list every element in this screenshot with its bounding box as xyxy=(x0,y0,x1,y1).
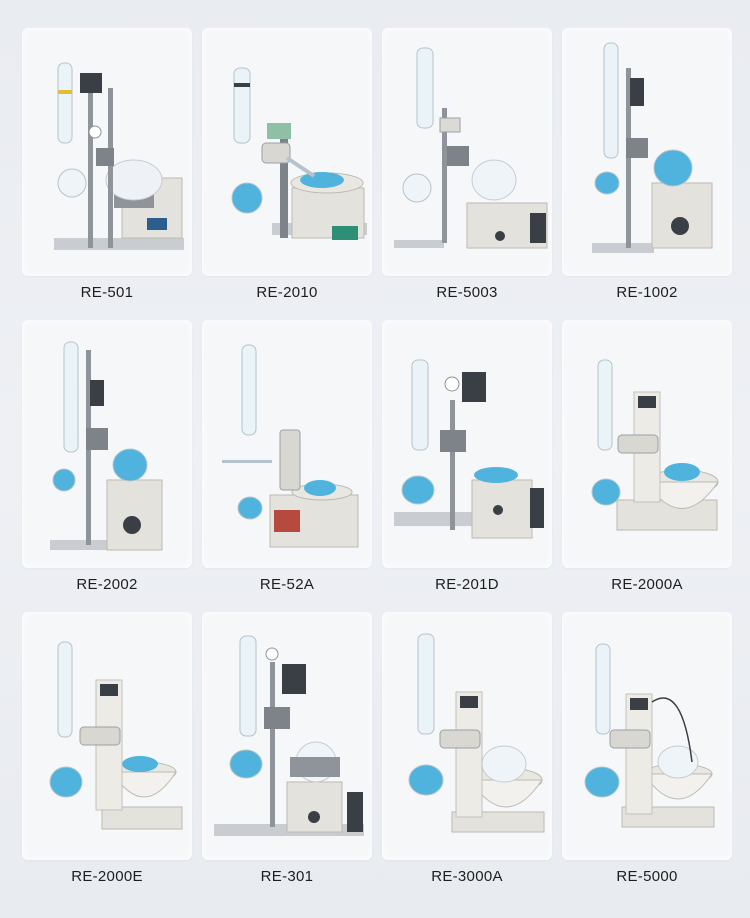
rotary-evaporator-illustration-icon xyxy=(49,641,183,830)
rotary-evaporator-illustration-icon xyxy=(50,341,163,551)
rotary-evaporator-illustration-icon xyxy=(591,359,719,531)
product-image-frame xyxy=(562,612,732,860)
product-card[interactable]: RE-3000A xyxy=(382,612,552,885)
product-model-label: RE-52A xyxy=(259,576,315,593)
product-card[interactable]: RE-501 xyxy=(22,28,192,301)
product-model-label: RE-5000 xyxy=(616,868,678,885)
product-model-label: RE-1002 xyxy=(616,284,678,301)
product-model-label: RE-5003 xyxy=(436,284,498,301)
product-card[interactable]: RE-5000 xyxy=(562,612,732,885)
product-card[interactable]: RE-2000A xyxy=(562,320,732,593)
product-image-frame xyxy=(202,28,372,276)
product-model-label: RE-301 xyxy=(260,868,314,885)
product-image-frame xyxy=(382,612,552,860)
product-image-frame xyxy=(562,320,732,568)
product-card[interactable]: RE-5003 xyxy=(382,28,552,301)
product-card[interactable]: RE-2010 xyxy=(202,28,372,301)
product-model-label: RE-3000A xyxy=(431,868,503,885)
product-model-label: RE-501 xyxy=(80,284,134,301)
product-model-label: RE-2002 xyxy=(76,576,138,593)
product-card[interactable]: RE-2002 xyxy=(22,320,192,593)
rotary-evaporator-illustration-icon xyxy=(54,62,184,250)
product-image-frame xyxy=(202,320,372,568)
product-image-frame xyxy=(562,28,732,276)
rotary-evaporator-illustration-icon xyxy=(408,633,545,833)
product-image-frame xyxy=(22,320,192,568)
product-model-label: RE-2000A xyxy=(611,576,683,593)
product-image-frame xyxy=(22,28,192,276)
product-card[interactable]: RE-2000E xyxy=(22,612,192,885)
product-image-frame xyxy=(382,28,552,276)
product-model-label: RE-201D xyxy=(435,576,499,593)
rotary-evaporator-illustration-icon xyxy=(394,47,548,249)
product-card[interactable]: RE-1002 xyxy=(562,28,732,301)
rotary-evaporator-illustration-icon xyxy=(214,635,364,836)
product-image-frame xyxy=(22,612,192,860)
product-card[interactable]: RE-52A xyxy=(202,320,372,593)
rotary-evaporator-illustration-icon xyxy=(222,344,359,548)
product-card[interactable]: RE-301 xyxy=(202,612,372,885)
product-card[interactable]: RE-201D xyxy=(382,320,552,593)
product-model-label: RE-2010 xyxy=(256,284,318,301)
product-model-label: RE-2000E xyxy=(71,868,143,885)
rotary-evaporator-illustration-icon xyxy=(394,359,544,539)
product-image-frame xyxy=(202,612,372,860)
rotary-evaporator-illustration-icon xyxy=(584,643,715,828)
rotary-evaporator-illustration-icon xyxy=(231,67,367,240)
rotary-evaporator-illustration-icon xyxy=(592,42,713,253)
product-image-frame xyxy=(382,320,552,568)
